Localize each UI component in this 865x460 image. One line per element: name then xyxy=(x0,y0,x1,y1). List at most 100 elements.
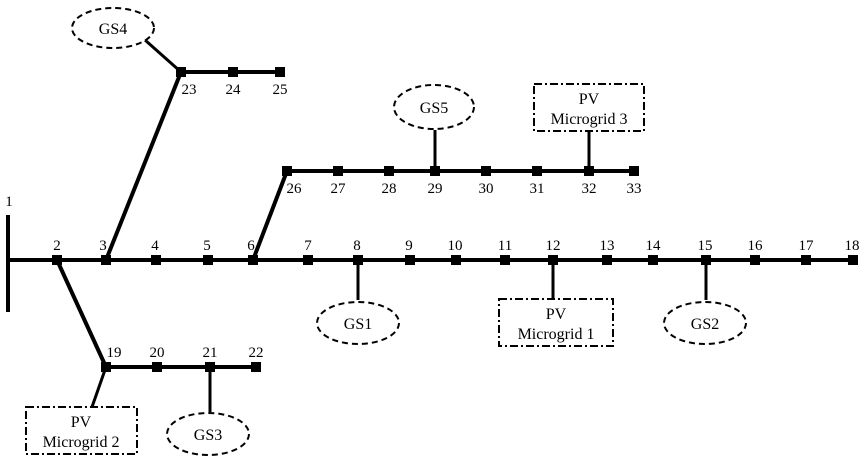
microgrid-3-box xyxy=(533,83,645,132)
bus-label-20: 20 xyxy=(150,345,165,361)
bus-label-24: 24 xyxy=(226,82,242,98)
gs5-node: GS5 xyxy=(393,84,475,130)
gs3-node: GS3 xyxy=(166,412,250,456)
microgrid-1-line1: PV xyxy=(546,306,567,323)
microgrid-2-node: PV Microgrid 2 xyxy=(25,406,138,455)
bus-marker-28 xyxy=(384,166,394,176)
bus-label-28: 28 xyxy=(382,181,397,197)
gs5-label: GS5 xyxy=(420,100,448,117)
gs2-node: GS2 xyxy=(663,301,747,345)
bus-marker-32 xyxy=(584,166,594,176)
bus-label-10: 10 xyxy=(448,238,463,254)
bus-label-17: 17 xyxy=(799,238,815,254)
bus-marker-29 xyxy=(430,166,440,176)
stub-gs4 xyxy=(144,38,182,74)
bus-label-16: 16 xyxy=(748,238,764,254)
bus-marker-7 xyxy=(303,255,313,265)
bus-marker-14 xyxy=(648,255,658,265)
microgrid-2-box xyxy=(25,406,138,455)
bus-marker-15 xyxy=(701,255,711,265)
bus-label-11: 11 xyxy=(498,238,512,254)
gs2-oval xyxy=(663,301,747,345)
bus-label-31: 31 xyxy=(530,181,545,197)
gs1-node: GS1 xyxy=(316,301,400,345)
bus-marker-27 xyxy=(333,166,343,176)
bus-label-2: 2 xyxy=(53,238,61,254)
bus-label-5: 5 xyxy=(203,238,211,254)
bus-marker-25 xyxy=(275,67,285,77)
bus-label-1: 1 xyxy=(5,194,13,210)
branch-line-6-26 xyxy=(251,170,289,261)
feeder-lines xyxy=(6,70,853,369)
bus-labels: 1 2 3 4 5 6 7 8 9 10 11 12 13 14 15 16 1… xyxy=(5,82,859,361)
gs3-label: GS3 xyxy=(194,427,222,444)
bus-label-22: 22 xyxy=(249,345,264,361)
bus-marker-8 xyxy=(353,255,363,265)
bus-label-14: 14 xyxy=(646,238,662,254)
microgrid-2-line1: PV xyxy=(71,414,92,431)
bus-marker-11 xyxy=(500,255,510,265)
gs4-label: GS4 xyxy=(99,21,127,38)
bus-marker-20 xyxy=(152,362,162,372)
bus-marker-4 xyxy=(151,255,161,265)
bus-label-18: 18 xyxy=(845,238,860,254)
bus-marker-5 xyxy=(203,255,213,265)
bus-label-23: 23 xyxy=(182,82,197,98)
bus-marker-24 xyxy=(228,67,238,77)
gs4-node: GS4 xyxy=(71,7,155,49)
bus-label-7: 7 xyxy=(304,238,312,254)
bus-marker-19 xyxy=(101,362,111,372)
gs3-oval xyxy=(166,412,250,456)
bus-marker-9 xyxy=(405,255,415,265)
bus-marker-30 xyxy=(481,166,491,176)
bus-label-30: 30 xyxy=(479,181,494,197)
bus-label-6: 6 xyxy=(247,238,255,254)
bus-marker-33 xyxy=(629,166,639,176)
microgrid-1-node: PV Microgrid 1 xyxy=(498,298,614,347)
bus-marker-23 xyxy=(176,67,186,77)
microgrid-3-node: PV Microgrid 3 xyxy=(533,83,645,132)
bus-marker-31 xyxy=(532,166,542,176)
stub-microgrid-2 xyxy=(90,366,108,408)
microgrid-2-line2: Microgrid 2 xyxy=(43,434,120,451)
bus-label-25: 25 xyxy=(273,82,288,98)
bus-markers xyxy=(52,67,858,372)
bus-label-27: 27 xyxy=(331,181,347,197)
microgrid-1-line2: Microgrid 1 xyxy=(518,326,595,343)
gs4-oval xyxy=(71,7,155,49)
bus-label-12: 12 xyxy=(546,238,561,254)
branch-line-2-19 xyxy=(55,259,108,368)
gs1-oval xyxy=(316,301,400,345)
gs5-oval xyxy=(393,84,475,130)
bus-label-9: 9 xyxy=(405,238,413,254)
bus-label-33: 33 xyxy=(627,181,642,197)
bus-marker-3 xyxy=(101,255,111,265)
connection-stubs xyxy=(90,38,708,412)
microgrid-3-line2: Microgrid 3 xyxy=(551,111,628,128)
bus-label-26: 26 xyxy=(287,181,303,197)
bus-label-4: 4 xyxy=(151,238,159,254)
bus-label-32: 32 xyxy=(582,181,597,197)
bus-marker-6 xyxy=(248,255,258,265)
bus-label-13: 13 xyxy=(600,238,615,254)
bus-marker-21 xyxy=(205,362,215,372)
bus-marker-10 xyxy=(451,255,461,265)
gs2-label: GS2 xyxy=(691,316,719,333)
microgrid-3-line1: PV xyxy=(579,91,600,108)
bus-marker-16 xyxy=(750,255,760,265)
bus-label-15: 15 xyxy=(698,238,713,254)
bus-label-29: 29 xyxy=(428,181,443,197)
bus-marker-26 xyxy=(282,166,292,176)
bus-label-21: 21 xyxy=(203,345,218,361)
bus-marker-22 xyxy=(251,362,261,372)
bus-marker-18 xyxy=(848,255,858,265)
bus-label-19: 19 xyxy=(107,345,122,361)
bus-marker-17 xyxy=(801,255,811,265)
bus-marker-12 xyxy=(548,255,558,265)
bus-marker-13 xyxy=(602,255,612,265)
microgrid-1-box xyxy=(498,298,614,347)
bus-label-3: 3 xyxy=(99,238,107,254)
bus-label-8: 8 xyxy=(353,238,361,254)
bus-marker-2 xyxy=(52,255,62,265)
